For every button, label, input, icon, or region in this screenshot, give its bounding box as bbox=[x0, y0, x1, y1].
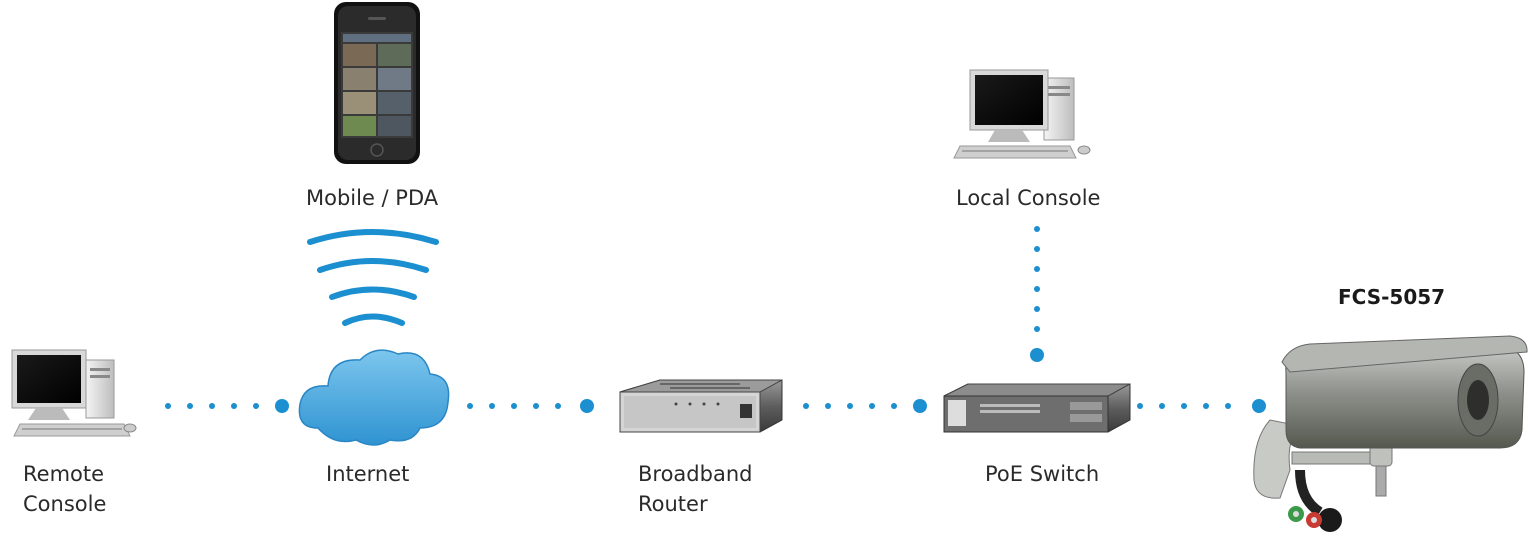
link-router-switch bbox=[803, 399, 927, 413]
link-localconsole-switch bbox=[1030, 226, 1044, 362]
network-switch-icon bbox=[943, 383, 1131, 433]
label-router-line2: Router bbox=[638, 492, 708, 516]
desktop-computer-icon bbox=[11, 349, 137, 437]
label-remote-console: Remote Console bbox=[23, 459, 106, 519]
label-poe-switch: PoE Switch bbox=[985, 462, 1100, 486]
wifi-signal-icon bbox=[307, 229, 439, 326]
link-switch-camera bbox=[1137, 399, 1266, 413]
link-remote-internet bbox=[165, 399, 289, 413]
label-local-console: Local Console bbox=[956, 186, 1101, 210]
label-camera-model: FCS-5057 bbox=[1338, 285, 1446, 309]
cloud-icon bbox=[298, 349, 450, 446]
label-broadband-router: Broadband Router bbox=[638, 459, 752, 519]
smartphone-icon bbox=[334, 2, 420, 164]
desktop-computer-icon bbox=[953, 69, 1091, 159]
label-internet: Internet bbox=[326, 462, 410, 486]
label-router-line1: Broadband bbox=[638, 462, 753, 486]
link-internet-router bbox=[467, 399, 594, 413]
label-mobile-pda: Mobile / PDA bbox=[306, 186, 439, 210]
label-remote-console-line2: Console bbox=[23, 492, 107, 516]
label-remote-console-line1: Remote bbox=[23, 462, 105, 486]
router-icon bbox=[619, 379, 783, 433]
bullet-camera-icon bbox=[1253, 335, 1528, 532]
